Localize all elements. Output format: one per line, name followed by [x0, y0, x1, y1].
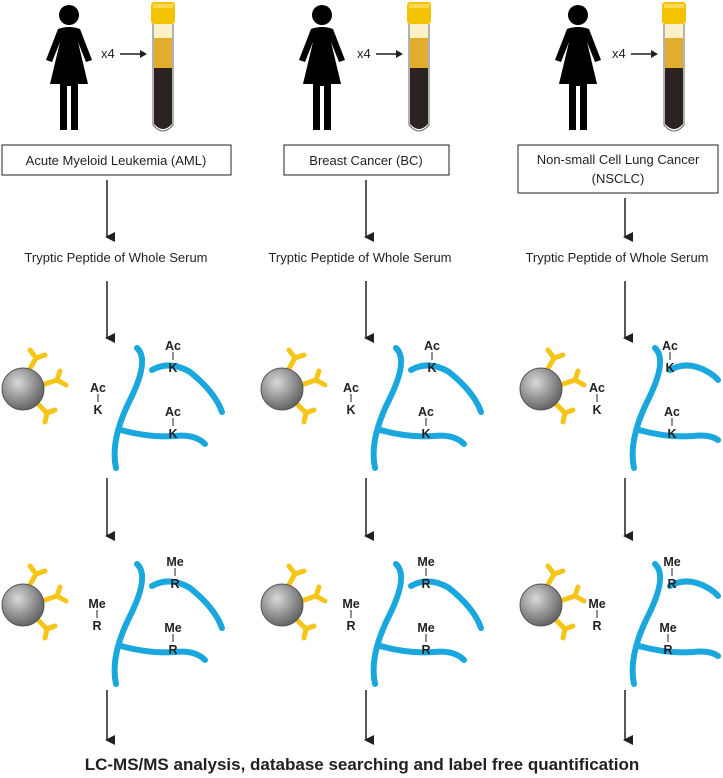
multiplier-label: x4 — [612, 46, 626, 61]
svg-text:Ac: Ac — [664, 405, 680, 419]
acetyl-lysine-mark: Ac K — [589, 381, 605, 417]
svg-text:Me: Me — [417, 621, 434, 635]
acetyl-lysine-mark: Ac K — [165, 405, 181, 441]
acetyl-lysine-mark: Ac K — [664, 405, 680, 441]
methyl-arginine-mark: Me R — [663, 555, 680, 591]
cohort-label: Acute Myeloid Leukemia (AML) — [26, 153, 207, 168]
svg-text:R: R — [663, 643, 672, 657]
antibody-bead-icon — [519, 563, 587, 641]
methyl-arginine-mark: Me R — [588, 597, 605, 633]
acetyl-lysine-mark: Ac K — [343, 381, 359, 417]
multiplier-label: x4 — [101, 46, 115, 61]
svg-text:K: K — [592, 403, 601, 417]
workflow-footer: LC-MS/MS analysis, database searching an… — [85, 755, 640, 774]
svg-text:Ac: Ac — [343, 381, 359, 395]
antibody-bead-icon — [1, 347, 69, 425]
acetyl-lysine-mark: Ac K — [90, 381, 106, 417]
cohort-label-box — [1, 144, 232, 176]
svg-text:Me: Me — [663, 555, 680, 569]
cohort-label: Non-small Cell Lung Cancer — [537, 152, 700, 167]
svg-text:R: R — [168, 643, 177, 657]
svg-text:R: R — [170, 577, 179, 591]
svg-text:K: K — [421, 427, 430, 441]
svg-text:Me: Me — [588, 597, 605, 611]
svg-text:Me: Me — [166, 555, 183, 569]
cohort-label-box — [517, 144, 719, 194]
methyl-arginine-mark: Me R — [417, 555, 434, 591]
svg-text:K: K — [665, 361, 674, 375]
svg-text:R: R — [592, 619, 601, 633]
svg-text:Ac: Ac — [662, 339, 678, 353]
svg-text:Ac: Ac — [165, 339, 181, 353]
methyl-arginine-mark: Me R — [417, 621, 434, 657]
digest-label: Tryptic Peptide of Whole Serum — [24, 250, 207, 265]
peptide-strand-icon — [370, 561, 484, 687]
cohort-column-aml: x4 Acute Myeloid Leukemia (AML) Tryptic … — [1, 2, 232, 745]
methyl-arginine-mark: Me R — [342, 597, 359, 633]
blood-tube-icon — [662, 2, 686, 132]
peptide-strand-icon — [111, 561, 225, 687]
svg-text:K: K — [93, 403, 102, 417]
peptide-strand-icon — [629, 561, 721, 687]
acetyl-lysine-mark: Ac K — [165, 339, 181, 375]
svg-text:Ac: Ac — [165, 405, 181, 419]
svg-text:R: R — [421, 577, 430, 591]
methyl-arginine-mark: Me R — [659, 621, 676, 657]
svg-text:K: K — [168, 427, 177, 441]
peptide-strand-icon — [629, 345, 721, 471]
peptide-strand-icon — [370, 345, 484, 471]
cohort-label-line2: (NSCLC) — [592, 171, 645, 186]
svg-text:K: K — [346, 403, 355, 417]
svg-text:Me: Me — [659, 621, 676, 635]
cohort-column-bc: x4 Breast Cancer (BC) Tryptic Peptide of… — [260, 2, 484, 745]
methyl-arginine-mark: Me R — [166, 555, 183, 591]
acetyl-lysine-mark: Ac K — [662, 339, 678, 375]
acetyl-lysine-mark: Ac K — [418, 405, 434, 441]
digest-label: Tryptic Peptide of Whole Serum — [268, 250, 451, 265]
woman-figure-icon — [46, 5, 92, 130]
peptide-strand-icon — [111, 345, 225, 471]
svg-text:Ac: Ac — [418, 405, 434, 419]
antibody-bead-icon — [519, 347, 587, 425]
woman-figure-icon — [555, 5, 601, 130]
svg-text:R: R — [421, 643, 430, 657]
svg-text:R: R — [667, 577, 676, 591]
antibody-bead-icon — [260, 563, 328, 641]
acetyl-lysine-mark: Ac K — [424, 339, 440, 375]
multiplier-label: x4 — [357, 46, 371, 61]
blood-tube-icon — [151, 2, 175, 132]
svg-text:K: K — [427, 361, 436, 375]
cohort-label-box — [283, 144, 450, 176]
svg-text:K: K — [667, 427, 676, 441]
antibody-bead-icon — [260, 347, 328, 425]
svg-text:Me: Me — [417, 555, 434, 569]
methyl-arginine-mark: Me R — [164, 621, 181, 657]
svg-text:Me: Me — [342, 597, 359, 611]
methyl-arginine-mark: Me R — [88, 597, 105, 633]
digest-label: Tryptic Peptide of Whole Serum — [525, 250, 708, 265]
woman-figure-icon — [299, 5, 345, 130]
blood-tube-icon — [407, 2, 431, 132]
svg-text:Ac: Ac — [90, 381, 106, 395]
cohort-column-nsclc: x4 Non-small Cell Lung Cancer (NSCLC) Tr… — [517, 2, 721, 745]
svg-text:K: K — [168, 361, 177, 375]
antibody-bead-icon — [1, 563, 69, 641]
cohort-label: Breast Cancer (BC) — [309, 153, 422, 168]
svg-text:Me: Me — [88, 597, 105, 611]
svg-text:Me: Me — [164, 621, 181, 635]
svg-text:Ac: Ac — [424, 339, 440, 353]
svg-text:R: R — [346, 619, 355, 633]
svg-text:R: R — [92, 619, 101, 633]
svg-text:Ac: Ac — [589, 381, 605, 395]
